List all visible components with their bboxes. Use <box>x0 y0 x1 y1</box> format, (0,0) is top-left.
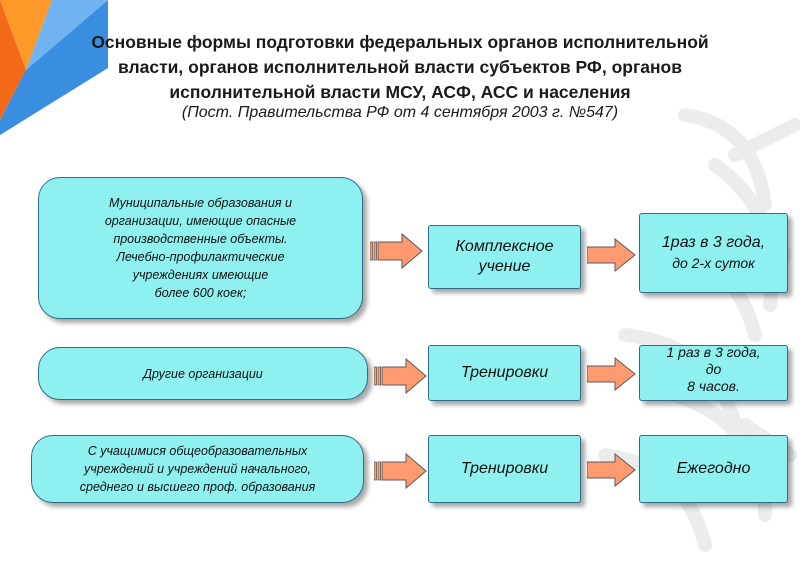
frequency-line: Ежегодно <box>676 460 751 477</box>
slide-title: Основные формы подготовки федеральных ор… <box>0 30 800 105</box>
frequency-line: до 2-х суток <box>672 255 755 271</box>
category-box-hazardous-orgs: Муниципальные образования и организации,… <box>38 177 363 319</box>
frequency-line: 8 часов. <box>687 378 740 394</box>
category-line: среднего и высшего проф. образования <box>79 480 316 494</box>
training-box-drills: Тренировки <box>428 345 581 401</box>
corner-decoration <box>0 0 108 135</box>
slide-subtitle: (Пост. Правительства РФ от 4 сентября 20… <box>181 104 619 121</box>
arrow-right-icon <box>587 357 636 391</box>
arrow-right-icon <box>370 232 423 270</box>
frequency-line: 1 раз в 3 года, <box>666 345 761 360</box>
training-line: Комплексное <box>455 238 554 255</box>
category-line: производственные объекты. <box>113 232 288 246</box>
category-box-other-orgs: Другие организации <box>38 347 368 400</box>
category-line: С учащимися общеобразовательных <box>87 444 308 458</box>
training-line: Тренировки <box>460 364 549 381</box>
category-line: Лечебно-профилактические <box>116 250 285 264</box>
category-line: организации, имеющие опасные <box>104 214 297 228</box>
frequency-box-2: 1 раз в 3 года, до 8 часов. <box>639 345 788 401</box>
title-line-1: Основные формы подготовки федеральных ор… <box>91 32 709 52</box>
frequency-line: 1раз в 3 года, <box>661 234 766 251</box>
arrow-right-icon <box>374 357 427 395</box>
category-line: Другие организации <box>143 366 263 381</box>
category-line: более 600 коек; <box>154 286 247 300</box>
title-line-2: власти, органов исполнительной власти су… <box>117 57 683 77</box>
frequency-box-1: 1раз в 3 года, до 2-х суток <box>639 213 788 293</box>
training-line: учение <box>478 258 531 275</box>
arrow-right-icon <box>587 238 636 272</box>
frequency-box-3: Ежегодно <box>639 435 788 503</box>
category-line: учреждениях имеющие <box>132 268 269 282</box>
arrow-right-icon <box>374 452 427 490</box>
category-line: учреждений и учреждений начального, <box>83 462 311 476</box>
training-box-drills: Тренировки <box>428 435 581 503</box>
category-box-students: С учащимися общеобразовательных учрежден… <box>31 435 364 503</box>
training-line: Тренировки <box>460 460 549 477</box>
category-line: Муниципальные образования и <box>109 196 292 210</box>
frequency-line: до <box>705 361 722 377</box>
arrow-right-icon <box>587 453 636 487</box>
training-box-complex-exercise: Комплексное учение <box>428 225 581 289</box>
title-line-3: исполнительной власти МСУ, АСФ, АСС и на… <box>169 82 631 102</box>
